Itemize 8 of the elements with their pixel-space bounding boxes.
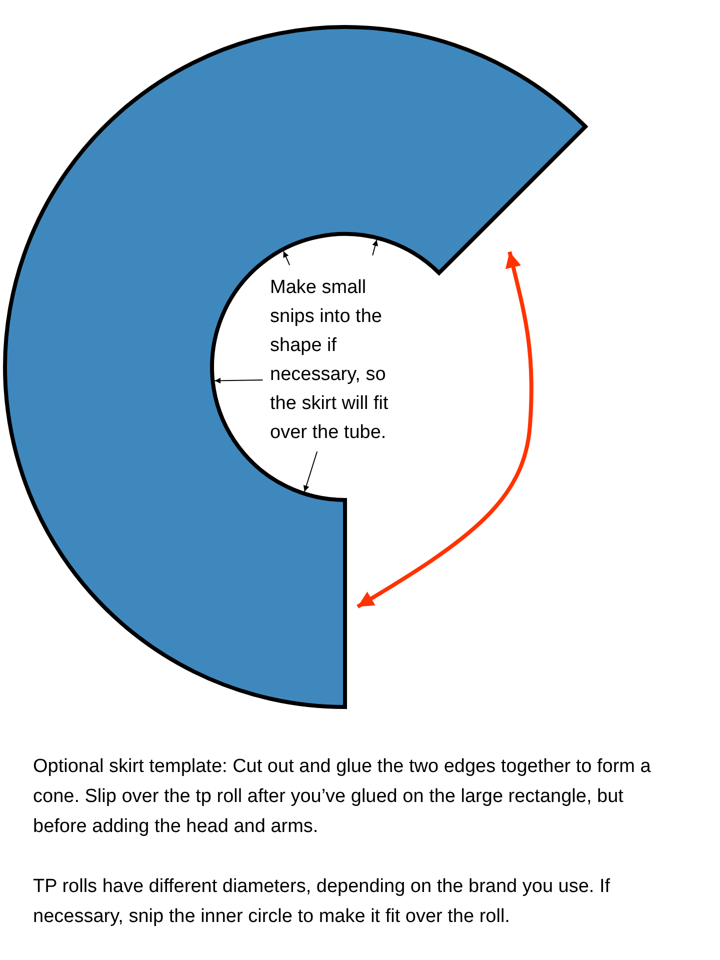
curved-arrow (356, 251, 534, 608)
note-text: TP rolls have different diameters, depending on the brand you use. If necessary, snip the inner circle to make it fit over the roll. (33, 875, 612, 929)
leader-line (372, 239, 378, 256)
note-text: Optional skirt template: Cut out and glue the two edges together to form a cone. Slip over the tp roll after you’ve glued on the large rectangle, but before adding the head and arms. (33, 755, 652, 839)
instruction-text: Make small snips into the shape if necessary, so the skirt will fit over the tube. (270, 276, 390, 445)
leader-line (283, 250, 290, 266)
leader-line (214, 378, 264, 384)
leader-line (303, 451, 318, 492)
